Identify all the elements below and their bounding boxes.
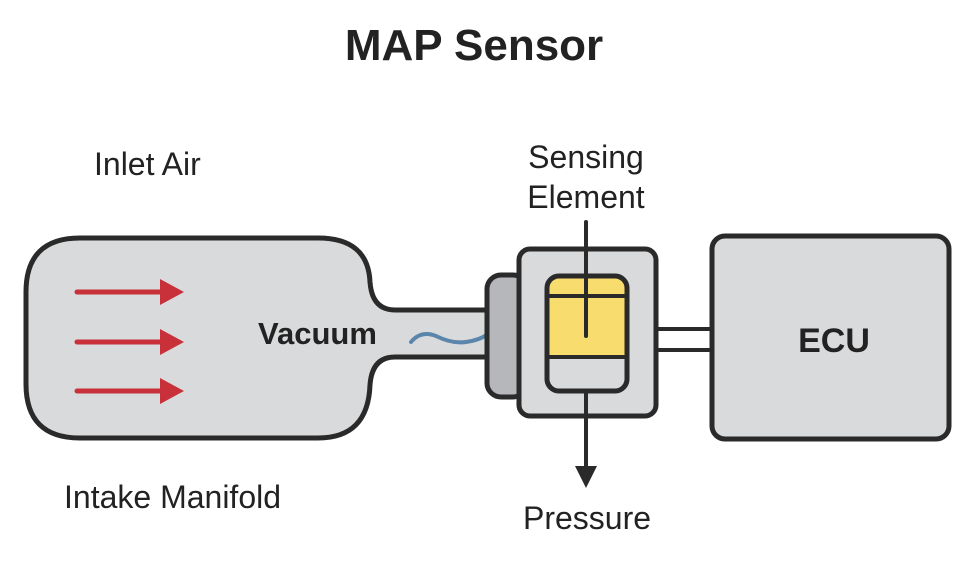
sensing-element-label-line2: Element <box>527 179 645 215</box>
ecu-box <box>709 233 952 442</box>
airflow-arrows <box>74 279 184 404</box>
ecu-label: ECU <box>798 322 870 360</box>
vacuum-label: Vacuum <box>258 316 377 351</box>
sensing-element-label-line1: Sensing <box>528 139 644 175</box>
intake-manifold-body <box>23 235 493 441</box>
pressure-arrow-icon <box>575 391 597 488</box>
diagram-title: MAP Sensor <box>345 21 603 70</box>
signal-wires <box>656 327 712 352</box>
airflow-arrow-icon <box>74 279 184 305</box>
intake-manifold-label: Intake Manifold <box>64 479 281 515</box>
pressure-label: Pressure <box>523 500 651 536</box>
airflow-arrow-icon <box>74 329 184 355</box>
vacuum-wave-icon <box>409 332 490 345</box>
airflow-arrow-icon <box>74 378 184 404</box>
inlet-air-label: Inlet Air <box>94 146 201 182</box>
